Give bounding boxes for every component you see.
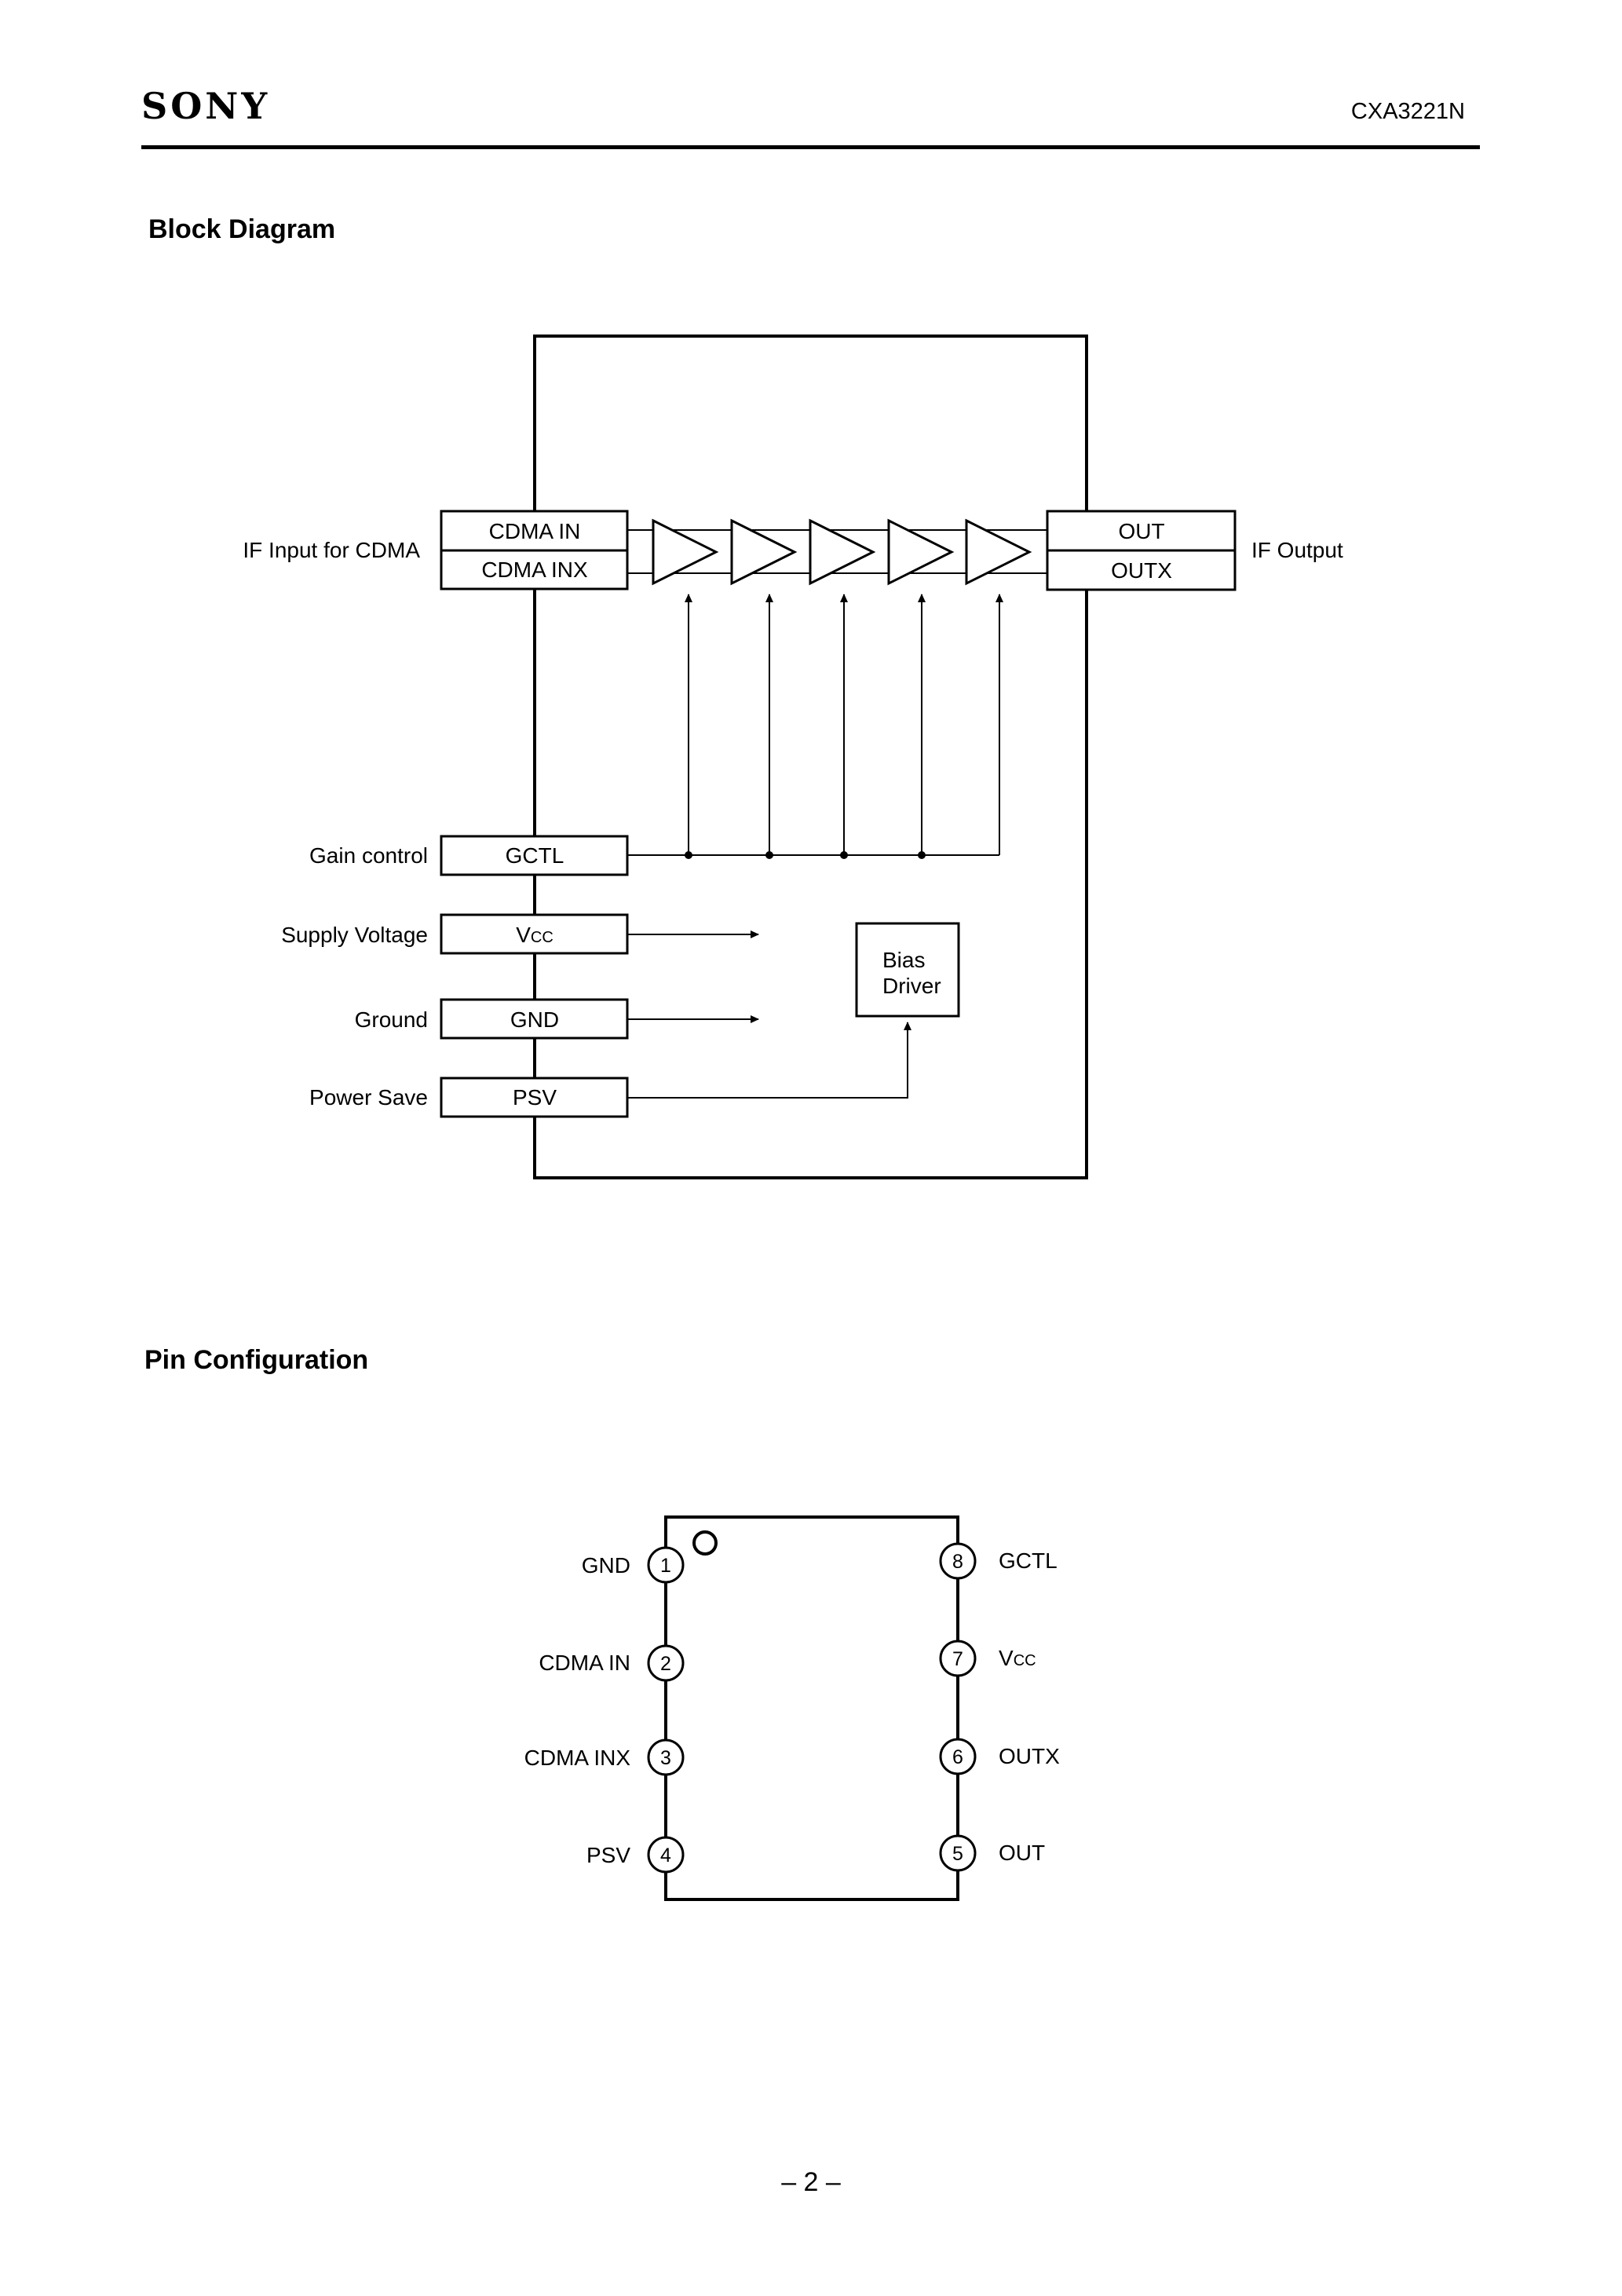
junction-dot-1 xyxy=(685,851,692,859)
pin-number-5: 5 xyxy=(952,1843,963,1865)
outx-box xyxy=(1046,549,1237,591)
bias-driver-label-line2: Driver xyxy=(882,974,941,998)
pin-name-vcc-main: V xyxy=(999,1646,1014,1670)
pin-number-3: 3 xyxy=(660,1747,671,1769)
pin-name-cdma-in: CDMA IN xyxy=(539,1651,630,1675)
if-output-label: IF Output xyxy=(1251,538,1343,562)
gain-control-label: Gain control xyxy=(309,843,428,868)
pin-configuration xyxy=(647,1515,977,1901)
pin-name-out: OUT xyxy=(999,1841,1045,1865)
cdma-in-pin-label: CDMA IN xyxy=(489,519,581,543)
pin-circle-8 xyxy=(939,1542,977,1580)
pin-circle-5 xyxy=(939,1834,977,1872)
out-pin-label: OUT xyxy=(1118,519,1164,543)
block-diagram-heading: Block Diagram xyxy=(148,214,336,244)
pin-circle-3 xyxy=(647,1738,685,1776)
amplifier-3 xyxy=(809,518,876,586)
amplifier-1 xyxy=(652,518,719,586)
pin-circle-2 xyxy=(647,1644,685,1682)
pin-circle-7 xyxy=(939,1640,977,1677)
pin-number-7: 7 xyxy=(952,1648,963,1670)
cdma-inx-box xyxy=(440,549,629,590)
sony-logo: SONY xyxy=(141,85,271,127)
amplifier-4 xyxy=(887,518,955,586)
pin-name-vcc-sub: CC xyxy=(1014,1652,1036,1669)
pin-name-gctl: GCTL xyxy=(999,1548,1058,1573)
pin-circle-1 xyxy=(647,1546,685,1584)
bias-driver-label-line1: Bias xyxy=(882,948,925,972)
pin-circle-4 xyxy=(647,1836,685,1874)
gnd-box xyxy=(440,998,629,1040)
gctl-box xyxy=(440,835,629,876)
header-rule xyxy=(141,145,1480,149)
power-save-label: Power Save xyxy=(309,1085,428,1110)
gctl-pin-label: GCTL xyxy=(506,843,564,868)
pin-number-4: 4 xyxy=(660,1844,671,1866)
pin1-index-mark xyxy=(692,1530,718,1556)
pin-configuration-heading: Pin Configuration xyxy=(144,1345,369,1375)
junction-dot-2 xyxy=(765,851,773,859)
cdma-inx-pin-label: CDMA INX xyxy=(481,558,588,582)
pin-name-gnd: GND xyxy=(582,1553,630,1578)
vcc-pin-label: VCC xyxy=(516,923,553,947)
out-box xyxy=(1046,510,1237,552)
chip-outline xyxy=(533,335,1088,1179)
bias-driver-box xyxy=(855,922,960,1018)
pin-name-cdma-inx: CDMA INX xyxy=(524,1746,631,1770)
pin-name-outx: OUTX xyxy=(999,1744,1060,1768)
part-number: CXA3221N xyxy=(1350,99,1465,124)
pin-number-2: 2 xyxy=(660,1653,671,1675)
if-input-label: IF Input for CDMA xyxy=(243,538,420,562)
psv-pin-label: PSV xyxy=(513,1085,557,1110)
supply-voltage-label: Supply Voltage xyxy=(281,923,428,947)
amplifier-5 xyxy=(965,518,1032,586)
ground-label: Ground xyxy=(355,1007,428,1032)
pin-name-vcc: VCC xyxy=(999,1646,1036,1670)
junction-dot-4 xyxy=(918,851,926,859)
page-number: – 2 – xyxy=(781,2167,841,2197)
gnd-pin-label: GND xyxy=(510,1007,559,1032)
pin-configuration-labels: 1 2 3 4 8 7 6 5 GND CDMA IN CDMA INX PSV… xyxy=(524,1548,1060,1867)
pin-number-6: 6 xyxy=(952,1746,963,1768)
vcc-pin-label-main: V xyxy=(516,923,531,947)
pin-number-8: 8 xyxy=(952,1551,963,1573)
pin-number-1: 1 xyxy=(660,1555,671,1577)
amplifier-2 xyxy=(730,518,798,586)
block-diagram xyxy=(440,335,1237,1179)
outx-pin-label: OUTX xyxy=(1111,558,1172,583)
block-diagram-labels: IF Input for CDMA IF Output Gain control… xyxy=(243,519,1343,1110)
psv-line xyxy=(627,1022,911,1099)
pin-name-psv: PSV xyxy=(586,1843,630,1867)
package-outline xyxy=(664,1515,959,1901)
pin-circle-6 xyxy=(939,1738,977,1775)
vcc-pin-label-sub: CC xyxy=(531,929,553,946)
junction-dot-3 xyxy=(840,851,848,859)
